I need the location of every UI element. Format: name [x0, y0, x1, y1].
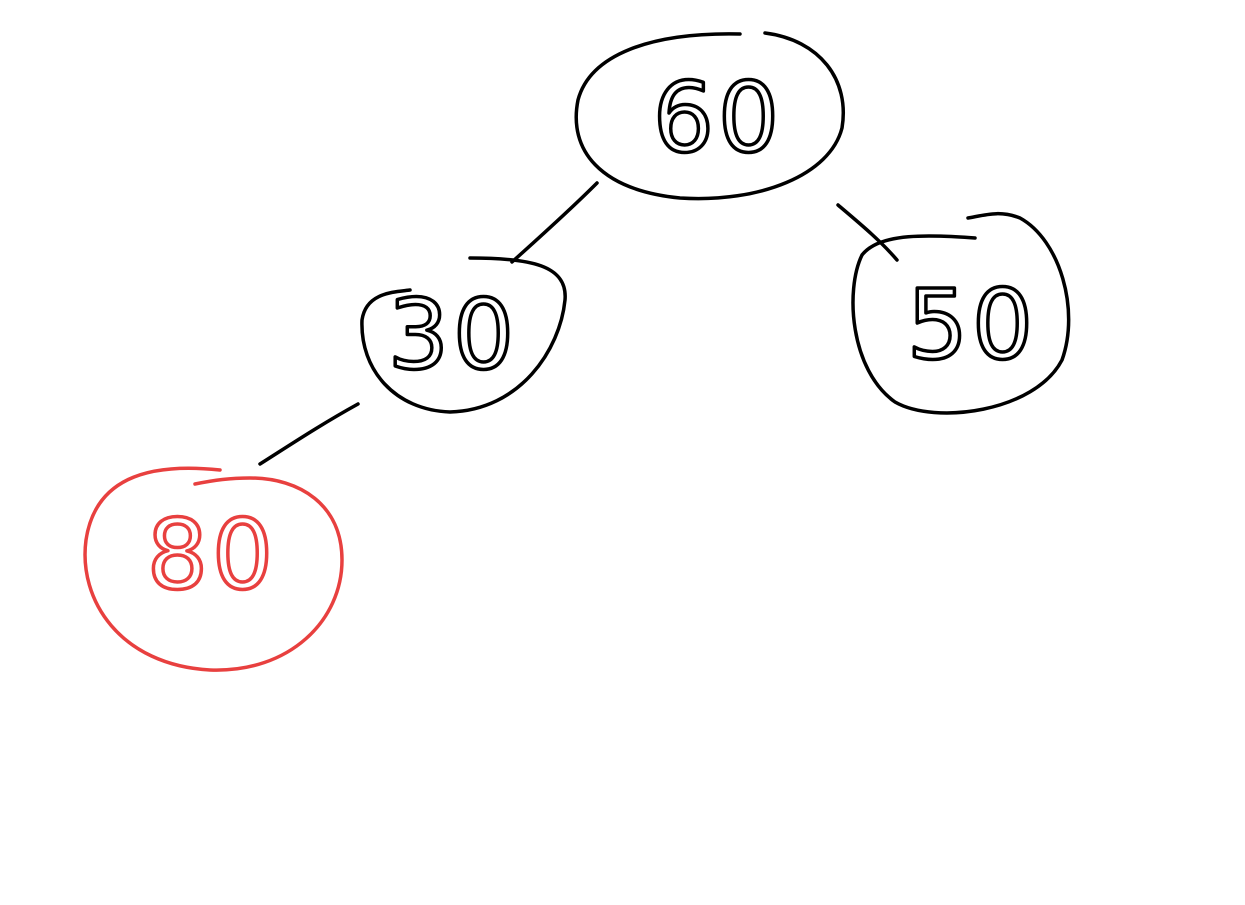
node-circle — [83, 466, 344, 672]
node-30: 30 — [360, 256, 567, 414]
node-circle — [851, 211, 1071, 415]
node-label: 80 — [147, 499, 277, 611]
edge-60-30 — [510, 181, 599, 264]
node-50: 50 — [851, 211, 1071, 415]
node-circle — [360, 256, 567, 414]
edge-30-80 — [258, 402, 360, 466]
node-circle — [574, 31, 845, 201]
node-label: 30 — [388, 279, 518, 391]
node-80: 80 — [83, 466, 344, 672]
node-label: 50 — [907, 269, 1037, 381]
node-label: 60 — [653, 62, 783, 174]
node-60: 60 — [574, 31, 845, 201]
edge-60-50 — [836, 203, 899, 262]
